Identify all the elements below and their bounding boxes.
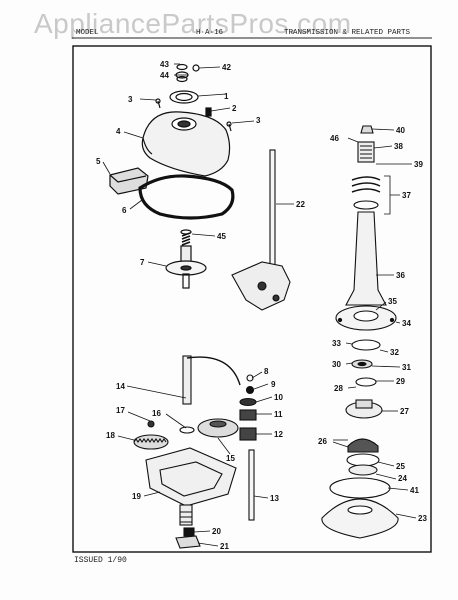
callout-39: 39 <box>414 160 423 169</box>
callout-41: 41 <box>410 486 419 495</box>
callout-15: 15 <box>226 454 235 463</box>
callout-6: 6 <box>122 206 127 215</box>
callout-25: 25 <box>396 462 405 471</box>
callout-35: 35 <box>388 297 397 306</box>
diagram-frame <box>72 45 432 553</box>
callout-38: 38 <box>394 142 403 151</box>
callout-34: 34 <box>402 319 411 328</box>
callout-3: 3 <box>128 95 133 104</box>
callout-40: 40 <box>396 126 405 135</box>
header-model: MODEL <box>76 29 99 37</box>
header-model-number: H·A·16 <box>196 29 224 37</box>
callout-32: 32 <box>390 348 399 357</box>
callout-labels: 1 2 3 3 4 5 6 7 8 9 10 11 12 13 14 15 16… <box>96 60 427 551</box>
callout-1: 1 <box>224 92 229 101</box>
callout-11: 11 <box>274 410 283 419</box>
agitator-shaft-assembly <box>321 125 399 539</box>
transmission-cover-assembly <box>109 63 235 289</box>
callout-23: 23 <box>418 514 427 523</box>
callout-44: 44 <box>160 71 169 80</box>
callout-26: 26 <box>318 437 327 446</box>
callout-5: 5 <box>96 157 101 166</box>
callout-12: 12 <box>274 430 283 439</box>
callout-43: 43 <box>160 60 169 69</box>
callout-22: 22 <box>296 200 305 209</box>
callout-10: 10 <box>274 393 283 402</box>
callout-18: 18 <box>106 431 115 440</box>
callout-46: 46 <box>330 134 339 143</box>
callout-29: 29 <box>396 377 405 386</box>
callout-45: 45 <box>217 232 226 241</box>
callout-42: 42 <box>222 63 231 72</box>
callout-13: 13 <box>270 494 279 503</box>
callout-8: 8 <box>264 367 269 376</box>
callout-20: 20 <box>212 527 221 536</box>
callout-31: 31 <box>402 363 411 372</box>
issued-date: ISSUED 1/90 <box>74 556 127 565</box>
callout-28: 28 <box>334 384 343 393</box>
callout-27: 27 <box>400 407 409 416</box>
callout-9: 9 <box>271 380 276 389</box>
callout-17: 17 <box>116 406 125 415</box>
callout-7: 7 <box>140 258 145 267</box>
callout-37: 37 <box>402 191 411 200</box>
callout-21: 21 <box>220 542 229 551</box>
callout-19: 19 <box>132 492 141 501</box>
gearcase-assembly <box>133 355 257 549</box>
header-section-title: TRANSMISSION & RELATED PARTS <box>284 29 411 37</box>
callout-14: 14 <box>116 382 125 391</box>
callout-36: 36 <box>396 271 405 280</box>
callout-16: 16 <box>152 409 161 418</box>
watermark-text: AppliancePartsPros.com <box>34 8 352 39</box>
callout-4: 4 <box>116 127 121 136</box>
callout-2: 2 <box>232 104 237 113</box>
callout-24: 24 <box>398 474 407 483</box>
callout-33: 33 <box>332 339 341 348</box>
pivot-rod-assembly <box>231 149 291 311</box>
callout-3b: 3 <box>256 116 261 125</box>
leader-lines <box>102 63 417 547</box>
callout-30: 30 <box>332 360 341 369</box>
